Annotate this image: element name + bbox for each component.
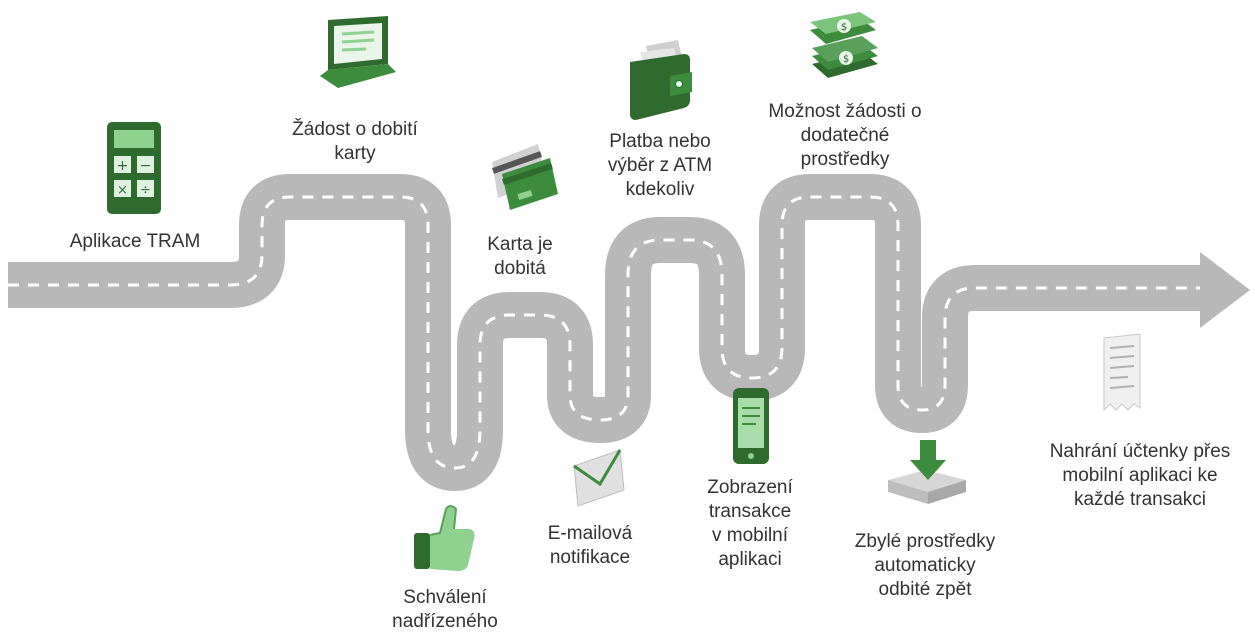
receipt-icon: [1103, 333, 1141, 412]
svg-text:−: −: [140, 158, 152, 174]
step-label-6: Platba nebo výběr z ATM kdekoliv: [607, 131, 713, 200]
money-stack-icon: $ $: [810, 12, 878, 78]
download-tray-icon: [888, 440, 966, 504]
step-label-4: Schválení nadřízeného: [392, 587, 498, 632]
svg-text:$: $: [843, 54, 849, 65]
step-label-9: Zbylé prostředky automaticky odbité zpět: [854, 531, 996, 600]
road-center-dashes: [8, 195, 1205, 470]
envelope-icon: [573, 449, 625, 507]
svg-text:$: $: [841, 22, 847, 33]
step-label-10: Nahrání účtenky přes mobilní aplikaci ke…: [1049, 441, 1231, 510]
wallet-icon: [630, 40, 692, 120]
svg-text:+: +: [117, 158, 129, 174]
calculator-icon: + − × ÷: [107, 122, 161, 214]
step-label-7: Zobrazení transakce v mobilní aplikaci: [707, 477, 793, 570]
road-arrowhead: [1200, 252, 1250, 328]
svg-text:÷: ÷: [140, 183, 151, 198]
laptop-icon: [320, 16, 396, 88]
step-label-2: Žádost o dobití karty: [292, 119, 418, 164]
step-label-1: Aplikace TRAM: [69, 231, 201, 252]
step-label-8: Možnost žádosti o dodatečné prostředky: [768, 101, 922, 170]
step-label-3: Karta je dobitá: [487, 234, 553, 279]
thumbs-up-icon: [414, 505, 475, 571]
smartphone-icon: [733, 388, 769, 464]
svg-text:×: ×: [117, 183, 128, 198]
step-label-5: E-mailová notifikace: [547, 523, 633, 568]
credit-cards-icon: [491, 144, 558, 210]
